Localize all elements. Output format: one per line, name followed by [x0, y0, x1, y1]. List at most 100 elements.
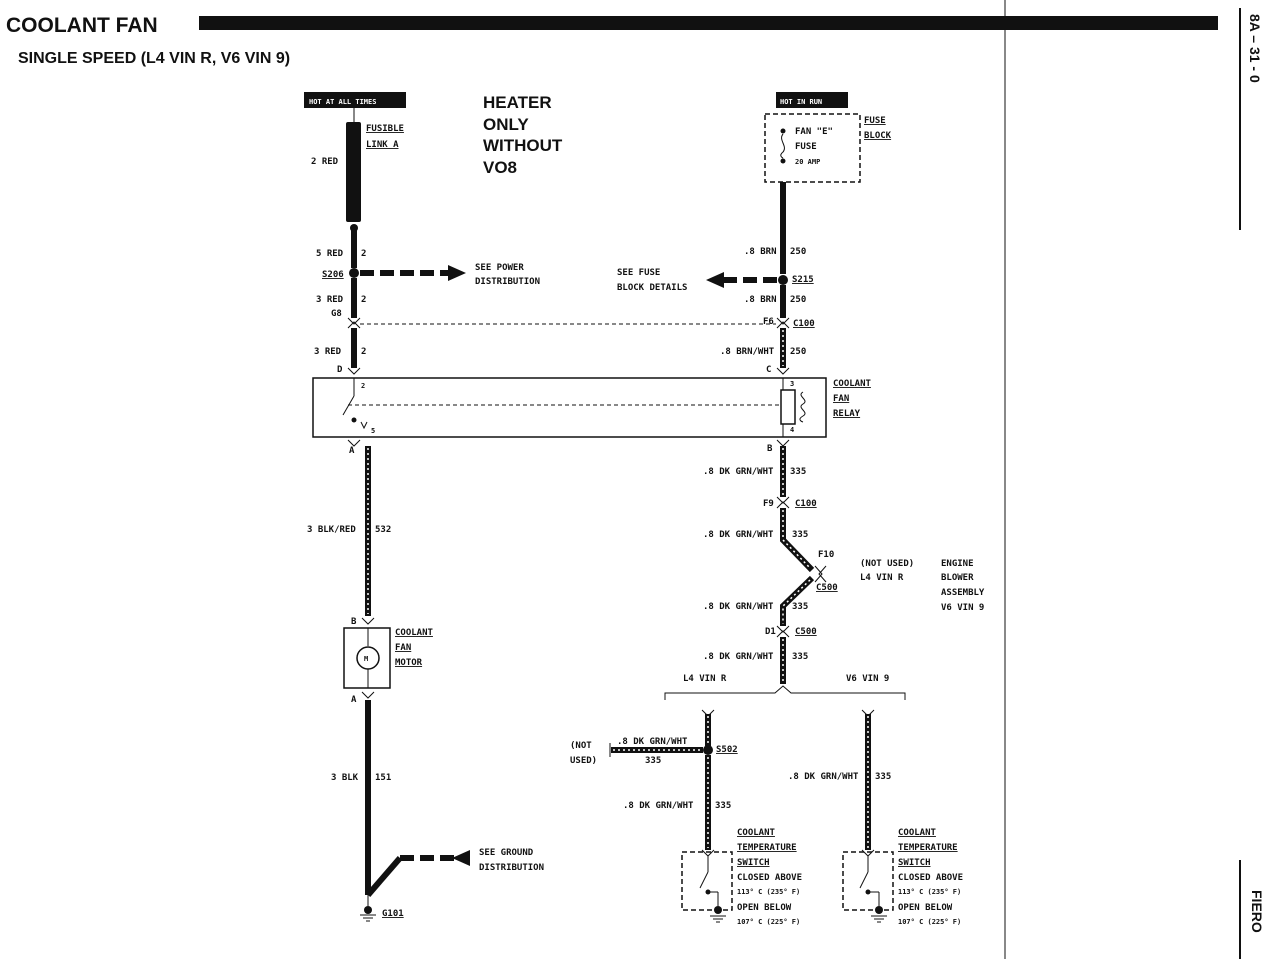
wire-3-blk-label: 3 BLK: [331, 773, 359, 783]
hot-at-all-times-label: HOT AT ALL TIMES: [309, 98, 376, 106]
wire-8-brn-upper-label: .8 BRN: [744, 247, 777, 257]
not-used-label-1: (NOT USED): [860, 559, 914, 569]
relay-pin-4: 4: [790, 426, 794, 434]
connector-f6-label: F6: [763, 317, 774, 327]
l4-switch-label-3: SWITCH: [737, 858, 770, 868]
hot-in-run-label: HOT IN RUN: [780, 98, 822, 106]
diagram-subtitle: SINGLE SPEED (L4 VIN R, V6 VIN 9): [18, 50, 290, 67]
fuse-element: [780, 133, 785, 159]
fan-motor-branch: 3 BLK/RED 532 B M COOLANT FAN MOTOR A 3 …: [307, 446, 544, 922]
relay-pin-d: D: [337, 365, 343, 375]
ground-g101-label: G101: [382, 909, 404, 919]
wire-5-red-circuit: 2: [361, 249, 366, 259]
side-label: FIERO: [1249, 890, 1265, 933]
see-power-label-1: SEE POWER: [475, 263, 524, 273]
v6-switch-pin-mark: [861, 849, 875, 857]
motor-pin-b: B: [351, 617, 357, 627]
v6-vin-9-label: V6 VIN 9: [846, 674, 889, 684]
l4-switch-label-5: 113° C (235° F): [737, 888, 800, 896]
wire-3-red-upper-circuit: 2: [361, 295, 366, 305]
v6-wire-circuit: 335: [875, 772, 891, 782]
v6-switch-label-7: 107° C (225° F): [898, 918, 961, 926]
see-fuse-label-2: BLOCK DETAILS: [617, 283, 687, 293]
relay-coil: [799, 391, 806, 423]
see-power-label-2: DISTRIBUTION: [475, 277, 540, 287]
fuse-top-terminal: [780, 128, 786, 134]
connector-d1-label: D1: [765, 627, 776, 637]
wire-dk-grn-wht-3-label: .8 DK GRN/WHT: [703, 602, 774, 612]
fuse-block-box: [764, 113, 861, 183]
v6-switch-label-2: TEMPERATURE: [898, 843, 958, 853]
engine-blower-label-3: ASSEMBLY: [941, 588, 985, 598]
relay-pin-c: C: [766, 365, 771, 375]
see-power-arrowhead: [448, 265, 466, 281]
l4-vin-r-label: L4 VIN R: [683, 674, 727, 684]
v6-switch-ground-dot: [875, 906, 883, 914]
connector-g8-label: G8: [331, 309, 342, 319]
v6-switch-label-5: 113° C (235° F): [898, 888, 961, 896]
wire-8-brn-lower-circuit: 250: [790, 295, 806, 305]
wire-3-red-lower-label: 3 RED: [314, 347, 342, 357]
temp-switch-branch: .8 DK GRN/WHT 335 F9 C100 .8 DK GRN/WHT …: [570, 446, 985, 926]
motor-label-2: FAN: [395, 643, 411, 653]
motor-pin-a-terminal: [361, 691, 375, 699]
wire-dk-grn-wht-2-label: .8 DK GRN/WHT: [703, 530, 774, 540]
connector-c100-top: [776, 317, 790, 329]
fuse-bottom-terminal: [780, 158, 786, 164]
relay-pin-2: 2: [361, 382, 365, 390]
hot-in-run-tag: [776, 92, 848, 108]
connector-c500-d1: [776, 625, 790, 638]
wire-dk-grn-wht-4-label: .8 DK GRN/WHT: [703, 652, 774, 662]
l4-switch-label-4: CLOSED ABOVE: [737, 873, 802, 883]
ground-g101-dot: [364, 906, 372, 914]
right-power-branch: HOT IN RUN FUSE BLOCK FAN "E" FUSE 20 AM…: [617, 92, 892, 375]
l4-switch-label-7: 107° C (225° F): [737, 918, 800, 926]
v6-switch-arm: [859, 871, 869, 889]
heater-note: HEATER ONLY WITHOUT VO8: [483, 93, 563, 177]
connector-f10-label: F10: [818, 550, 834, 560]
v6-temp-switch-box: [842, 851, 894, 911]
connector-c500-f10: [814, 565, 827, 583]
relay-pin-d-terminal: [347, 367, 361, 375]
connector-g8: [347, 317, 361, 329]
wire-8-brn-wht-label: .8 BRN/WHT: [720, 347, 775, 357]
wire-dk-grn-wht-1-circuit: 335: [790, 467, 806, 477]
l4-switch-label-6: OPEN BELOW: [737, 903, 792, 913]
v6-wire-label: .8 DK GRN/WHT: [788, 772, 859, 782]
note-line-4: VO8: [483, 158, 517, 177]
l4-switch-label-2: TEMPERATURE: [737, 843, 797, 853]
diagram-title: COOLANT FAN: [6, 14, 158, 37]
l4-wire-label: .8 DK GRN/WHT: [623, 801, 694, 811]
relay-label-1: COOLANT: [833, 379, 872, 389]
relay-pin-c-terminal: [776, 367, 790, 375]
engine-blower-label-4: V6 VIN 9: [941, 603, 984, 613]
splice-s206-label: S206: [322, 270, 344, 280]
splice-s206: [349, 268, 359, 278]
fuse-block-label-1: FUSE: [864, 116, 886, 126]
engine-blower-label-2: BLOWER: [941, 573, 974, 583]
engine-blower-label-1: ENGINE: [941, 559, 974, 569]
motor-label-3: MOTOR: [395, 658, 423, 668]
splice-s215: [778, 275, 788, 285]
v6-switch-label-1: COOLANT: [898, 828, 937, 838]
fuse-label-2: FUSE: [795, 142, 817, 152]
fuse-block-label-2: BLOCK: [864, 131, 892, 141]
relay-label-3: RELAY: [833, 409, 861, 419]
splice-s215-label: S215: [792, 275, 814, 285]
relay-label-2: FAN: [833, 394, 849, 404]
see-fuse-arrowhead: [706, 272, 724, 288]
wire-3-blk-red-circuit: 532: [375, 525, 391, 535]
coolant-fan-relay: COOLANT FAN RELAY 2 5 3 4 A B: [312, 377, 872, 456]
fusible-link-label-2: LINK A: [366, 140, 399, 150]
relay-pin-a: A: [349, 446, 355, 456]
wire-3-blk-circuit: 151: [375, 773, 391, 783]
fusible-link-a: [346, 122, 361, 222]
relay-box: [312, 377, 827, 438]
wire-3-blk-red-label: 3 BLK/RED: [307, 525, 356, 535]
left-power-branch: HOT AT ALL TIMES FUSIBLE LINK A 2 RED 5 …: [304, 92, 540, 375]
fusible-link-label-1: FUSIBLE: [366, 124, 404, 134]
wire-8-brn-wht-circuit: 250: [790, 347, 806, 357]
relay-pin-b: B: [767, 444, 773, 454]
wire-3-red-lower-circuit: 2: [361, 347, 366, 357]
